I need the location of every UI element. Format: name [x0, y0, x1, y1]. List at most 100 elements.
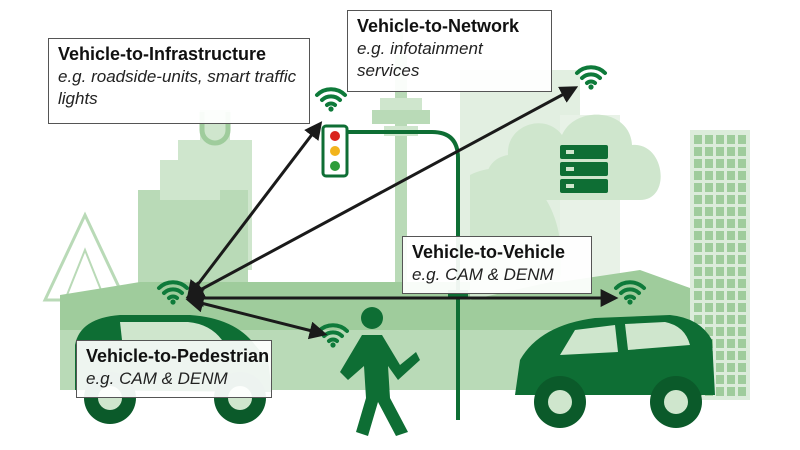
window	[738, 171, 746, 180]
window	[727, 243, 735, 252]
window	[694, 255, 702, 264]
label-vehicle-to-pedestrian: Vehicle-to-Pedestrian e.g. CAM & DENM	[76, 340, 272, 398]
window	[727, 327, 735, 336]
window	[727, 315, 735, 324]
window	[727, 135, 735, 144]
window	[694, 231, 702, 240]
window	[727, 231, 735, 240]
window	[738, 387, 746, 396]
window	[694, 291, 702, 300]
window	[694, 267, 702, 276]
window	[727, 339, 735, 348]
label-title: Vehicle-to-Network	[357, 16, 520, 36]
window	[727, 255, 735, 264]
window	[738, 279, 746, 288]
pedestrian-icon	[340, 307, 420, 436]
window	[727, 207, 735, 216]
window	[694, 171, 702, 180]
window	[694, 219, 702, 228]
window	[727, 159, 735, 168]
wifi-signal-icon	[315, 87, 347, 114]
label-vehicle-to-vehicle: Vehicle-to-Vehicle e.g. CAM & DENM	[402, 236, 592, 294]
window	[716, 363, 724, 372]
wifi-signal-icon	[575, 65, 607, 92]
label-title: Vehicle-to-Pedestrian	[86, 346, 270, 366]
window	[705, 183, 713, 192]
window	[716, 195, 724, 204]
window	[716, 267, 724, 276]
arrow-v2p	[185, 294, 328, 340]
window	[705, 207, 713, 216]
window	[727, 183, 735, 192]
window	[694, 279, 702, 288]
arrow-v2n	[185, 86, 579, 298]
window	[694, 315, 702, 324]
window	[705, 135, 713, 144]
window	[716, 303, 724, 312]
window	[705, 279, 713, 288]
window	[705, 147, 713, 156]
window	[694, 159, 702, 168]
window	[694, 147, 702, 156]
label-subtitle: e.g. roadside-units, smart traffic light…	[58, 67, 297, 108]
window	[705, 219, 713, 228]
window	[738, 339, 746, 348]
right-car	[515, 315, 715, 428]
window	[716, 279, 724, 288]
window	[738, 135, 746, 144]
window	[716, 255, 724, 264]
window	[694, 243, 702, 252]
window	[738, 291, 746, 300]
window	[738, 303, 746, 312]
window	[716, 147, 724, 156]
window	[738, 147, 746, 156]
window	[738, 375, 746, 384]
window	[716, 183, 724, 192]
label-title: Vehicle-to-Infrastructure	[58, 44, 267, 64]
window	[694, 183, 702, 192]
window	[694, 207, 702, 216]
window	[738, 195, 746, 204]
window	[738, 159, 746, 168]
window	[705, 159, 713, 168]
label-subtitle: e.g. CAM & DENM	[412, 265, 554, 284]
window	[716, 135, 724, 144]
window	[727, 267, 735, 276]
window	[705, 303, 713, 312]
window	[727, 351, 735, 360]
window	[705, 195, 713, 204]
window	[738, 207, 746, 216]
window	[694, 135, 702, 144]
window	[727, 387, 735, 396]
window	[738, 255, 746, 264]
window	[705, 267, 713, 276]
window	[716, 171, 724, 180]
window	[727, 195, 735, 204]
window	[716, 219, 724, 228]
window	[705, 291, 713, 300]
window	[716, 351, 724, 360]
window	[738, 327, 746, 336]
window	[705, 327, 713, 336]
window	[716, 243, 724, 252]
window	[738, 183, 746, 192]
label-subtitle: e.g. infotainment services	[357, 39, 483, 80]
window	[716, 375, 724, 384]
window	[738, 231, 746, 240]
window	[716, 339, 724, 348]
window	[705, 315, 713, 324]
label-subtitle: e.g. CAM & DENM	[86, 369, 228, 388]
communication-arrows	[185, 86, 619, 340]
window	[738, 243, 746, 252]
window	[705, 171, 713, 180]
label-title: Vehicle-to-Vehicle	[412, 242, 566, 262]
window	[727, 147, 735, 156]
window	[727, 219, 735, 228]
window	[738, 363, 746, 372]
window	[694, 195, 702, 204]
window	[738, 219, 746, 228]
label-vehicle-to-network: Vehicle-to-Network e.g. infotainment ser…	[347, 10, 552, 92]
window	[716, 327, 724, 336]
window	[705, 231, 713, 240]
window	[727, 279, 735, 288]
